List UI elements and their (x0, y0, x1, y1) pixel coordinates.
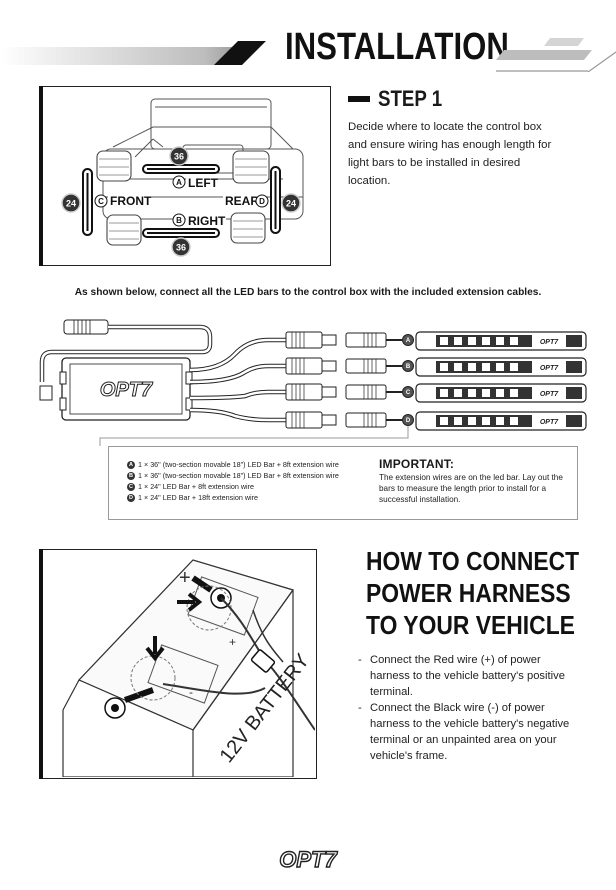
svg-text:36: 36 (176, 243, 186, 253)
svg-text:B: B (406, 364, 411, 370)
legend-text: 1 × 24" LED Bar + 8ft extension wire (138, 482, 255, 491)
legend-item: D 1 × 24" LED Bar + 18ft extension wire (127, 492, 339, 503)
vehicle-diagram-frame: 36 36 24 24 A LEFT B RIGHT (39, 86, 331, 266)
how-to-title-line: TO YOUR VEHICLE (366, 610, 575, 640)
svg-text:OPT7: OPT7 (100, 379, 153, 401)
battery-diagram-frame: + + - 12V BATTERY (39, 549, 317, 779)
fuse-icon (250, 649, 276, 673)
step-1-heading: STEP 1 (348, 86, 453, 112)
important-body: The extension wires are on the led bar. … (379, 473, 563, 504)
svg-text:C: C (98, 197, 104, 206)
arrow-icon (145, 636, 165, 662)
svg-text:OPT7: OPT7 (540, 365, 559, 372)
legend-badge-c: C (127, 482, 135, 491)
plus-sign: + (179, 567, 191, 589)
legend-text: 1 × 36" (two-section movable 18") LED Ba… (138, 460, 339, 469)
svg-text:B: B (176, 216, 182, 225)
battery-diagram: + + - 12V BATTERY (62, 559, 315, 777)
wiring-intro-text: As shown below, connect all the LED bars… (74, 287, 542, 298)
list-item: - Connect the Black wire (-) of power ha… (358, 700, 578, 764)
channel-badge-c: C (402, 386, 414, 398)
negative-terminal (104, 687, 155, 719)
wiring-diagram: OPT7 (39, 319, 587, 446)
led-bar-d (270, 166, 281, 234)
legend-badge-d: D (127, 493, 135, 502)
how-to-bullet: Connect the Black wire (-) of power harn… (370, 702, 570, 762)
size-badge-24-right: 24 (281, 193, 301, 213)
led-bar-row-c: OPT7 (415, 383, 587, 403)
svg-text:D: D (259, 197, 265, 206)
legend-badge-a: A (127, 460, 135, 469)
led-bar-b (142, 228, 220, 238)
label-rear: REAR D (223, 193, 269, 208)
header-deco-right (496, 38, 616, 72)
connector-row-b (285, 357, 402, 375)
footer-logo: OPT7 (279, 848, 340, 872)
led-bars: OPT7 OPT7 OPT7 OPT7 (415, 331, 587, 431)
dash-icon: - (358, 654, 362, 666)
channel-badge-b: B (402, 360, 414, 372)
led-bar-row-b: OPT7 (415, 357, 587, 377)
label-left: A LEFT (172, 175, 219, 190)
step-1-body: Decide where to locate the control box a… (348, 121, 552, 187)
led-bar-a (142, 164, 220, 174)
svg-text:FRONT: FRONT (110, 194, 152, 208)
svg-text:OPT7: OPT7 (279, 848, 338, 872)
connector-row-a (285, 331, 402, 349)
legend-list: A 1 × 36" (two-section movable 18") LED … (127, 459, 339, 503)
step-1-title: STEP 1 (378, 86, 443, 111)
how-to-title-line: HOW TO CONNECT (366, 546, 580, 576)
led-bar-c (82, 168, 93, 236)
svg-text:24: 24 (66, 199, 76, 209)
svg-text:OPT7: OPT7 (540, 391, 559, 398)
legend-item: B 1 × 36" (two-section movable 18") LED … (127, 470, 339, 481)
legend-text: 1 × 24" LED Bar + 18ft extension wire (138, 493, 259, 502)
size-badge-36-top: 36 (169, 146, 189, 166)
vehicle-diagram: 36 36 24 24 A LEFT B RIGHT (61, 98, 304, 257)
input-connector (63, 319, 109, 335)
svg-text:36: 36 (174, 152, 184, 162)
legend-text: 1 × 36" (two-section movable 18") LED Ba… (138, 471, 339, 480)
led-bar-row-d: OPT7 (415, 411, 587, 431)
svg-text:A: A (176, 178, 182, 187)
size-badge-24-left: 24 (61, 193, 81, 213)
svg-text:A: A (406, 338, 411, 344)
arrow-icon (177, 592, 203, 612)
svg-text:OPT7: OPT7 (540, 339, 559, 346)
svg-text:C: C (406, 390, 411, 396)
header-gradient-bar (0, 41, 266, 65)
label-right: B RIGHT (172, 213, 226, 228)
svg-text:LEFT: LEFT (188, 176, 219, 190)
svg-text:RIGHT: RIGHT (188, 214, 226, 228)
how-to-list: - Connect the Red wire (+) of power harn… (358, 652, 578, 764)
channel-badge-d: D (402, 414, 414, 426)
connector-row-d (285, 411, 402, 429)
dash-icon: - (358, 702, 362, 714)
list-item: - Connect the Red wire (+) of power harn… (358, 652, 578, 700)
how-to-title: HOW TO CONNECT POWER HARNESS TO YOUR VEH… (366, 545, 579, 641)
output-connectors (285, 331, 402, 429)
svg-text:REAR: REAR (225, 194, 259, 208)
legend-box: A 1 × 36" (two-section movable 18") LED … (108, 446, 578, 520)
plus-sign: + (229, 635, 236, 649)
step-bar-icon (348, 96, 370, 102)
svg-text:24: 24 (286, 199, 296, 209)
size-badge-36-bottom: 36 (171, 237, 191, 257)
page-title: INSTALLATION (285, 26, 509, 68)
legend-item: C 1 × 24" LED Bar + 8ft extension wire (127, 481, 339, 492)
channel-badge-a: A (402, 334, 414, 346)
svg-text:D: D (406, 418, 411, 424)
legend-badge-b: B (127, 471, 135, 480)
important-title: IMPORTANT: (379, 457, 455, 471)
minus-sign: - (189, 685, 193, 699)
how-to-title-line: POWER HARNESS (366, 578, 571, 608)
label-front: C FRONT (94, 193, 152, 208)
connector-row-c (285, 383, 402, 401)
how-to-bullet: Connect the Red wire (+) of power harnes… (370, 654, 565, 698)
control-box: OPT7 (39, 357, 193, 421)
legend-item: A 1 × 36" (two-section movable 18") LED … (127, 459, 339, 470)
svg-text:OPT7: OPT7 (540, 419, 559, 426)
led-bar-row-a: OPT7 (415, 331, 587, 351)
